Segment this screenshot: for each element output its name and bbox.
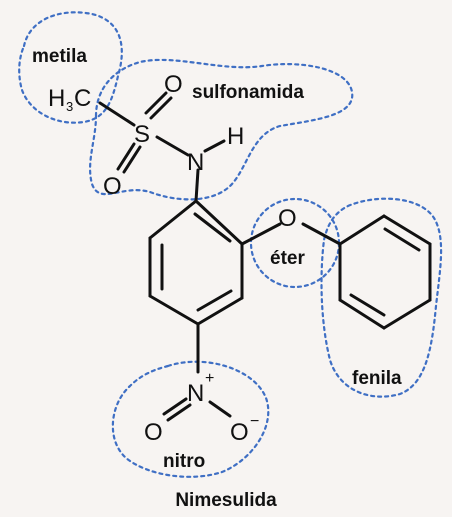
bond-o-ether-phenyl: [301, 222, 342, 246]
ring-bond-top-left: [148, 199, 198, 240]
atom-h-amide: H: [227, 123, 244, 150]
atom-n-amide: N: [187, 149, 204, 176]
caption-title: Nimesulida: [175, 490, 277, 511]
phenyl-bond-left-upper: [338, 214, 386, 246]
label-metila: metila: [32, 46, 87, 67]
bond-s-o-top-a: [144, 91, 168, 115]
fenila-region: [320, 197, 443, 398]
ring-bond-top-right: [194, 199, 244, 246]
charge-o-minus: −: [250, 413, 259, 430]
phenyl-bond-top-right: [382, 214, 432, 246]
phenyl-bond-bottom-right: [382, 298, 432, 330]
bond-s-o-top-b: [149, 96, 173, 120]
atom-o-bottom: O: [103, 173, 122, 200]
bond-s-o-bottom-a: [116, 142, 136, 171]
phenyl-bond-bottom-left: [338, 298, 386, 330]
label-nitro: nitro: [163, 451, 205, 472]
charge-n-plus: +: [205, 370, 214, 387]
ring-bond-bottom-right-inner: [196, 289, 233, 312]
label-sulfonamida: sulfonamida: [192, 82, 304, 103]
bond-n-ring: [194, 168, 200, 203]
atom-o-top: O: [164, 71, 183, 98]
label-eter: éter: [270, 248, 305, 269]
sulfonamida-region: [88, 58, 354, 201]
atom-h3c-sub: 3: [66, 99, 73, 114]
atom-o-nitro-right: O: [230, 419, 249, 446]
atom-n-nitro: N: [187, 380, 204, 407]
ring-bond-bottom-left: [148, 294, 200, 326]
bond-n-o-left-b: [166, 403, 192, 422]
bond-n-o-left-a: [162, 397, 188, 416]
bond-s-o-bottom-b: [122, 145, 142, 174]
ring-bond-bottom-right: [196, 296, 244, 326]
bond-s-n: [155, 135, 190, 157]
bond-c-s: [98, 101, 136, 127]
atom-s: S: [134, 121, 150, 148]
bond-n-o-right: [208, 400, 232, 418]
label-fenila: fenila: [352, 368, 402, 389]
ring-bond-top-right-inner: [193, 212, 232, 243]
phenyl-bond-bottom-left-inner: [349, 293, 386, 317]
atom-h3c-h: H: [48, 85, 65, 112]
metila-region: [18, 11, 123, 124]
bond-n-h: [203, 139, 226, 153]
atom-h3c-c: C: [74, 85, 91, 112]
atom-o-ether: O: [278, 205, 297, 232]
bond-ring-o-ether: [240, 222, 282, 246]
nitro-region: [111, 360, 270, 478]
phenyl-bond-top-right-inner: [383, 227, 421, 252]
atom-o-nitro-left: O: [144, 419, 163, 446]
